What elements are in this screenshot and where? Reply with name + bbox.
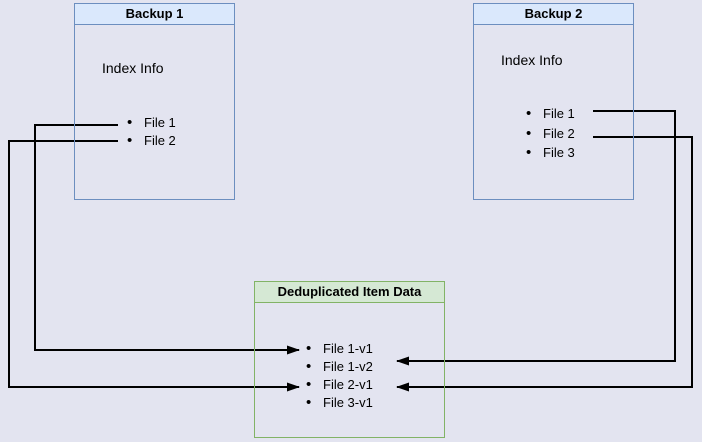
list-item-file2-v1: File 2-v1 (306, 376, 373, 394)
list-item-file1: File 1 (127, 114, 176, 132)
backup1-box: Backup 1 Index Info File 1 File 2 (74, 3, 235, 200)
backup2-file-list: File 1 File 2 File 3 (526, 104, 575, 163)
backup2-title: Backup 2 (474, 4, 633, 25)
backup1-index-info-label: Index Info (102, 60, 164, 76)
list-item-file2: File 2 (526, 124, 575, 144)
list-item-file3-v1: File 3-v1 (306, 394, 373, 412)
list-item-file2: File 2 (127, 132, 176, 150)
backup1-title: Backup 1 (75, 4, 234, 25)
backup2-box: Backup 2 Index Info File 1 File 2 File 3 (473, 3, 634, 200)
deduplicated-item-data-box: Deduplicated Item Data File 1-v1 File 1-… (254, 281, 445, 438)
list-item-file1-v2: File 1-v2 (306, 358, 373, 376)
list-item-file1: File 1 (526, 104, 575, 124)
dedup-title: Deduplicated Item Data (255, 282, 444, 303)
backup1-file-list: File 1 File 2 (127, 114, 176, 150)
list-item-file1-v1: File 1-v1 (306, 340, 373, 358)
list-item-file3: File 3 (526, 143, 575, 163)
backup2-index-info-label: Index Info (501, 52, 563, 68)
dedup-file-list: File 1-v1 File 1-v2 File 2-v1 File 3-v1 (306, 340, 373, 412)
